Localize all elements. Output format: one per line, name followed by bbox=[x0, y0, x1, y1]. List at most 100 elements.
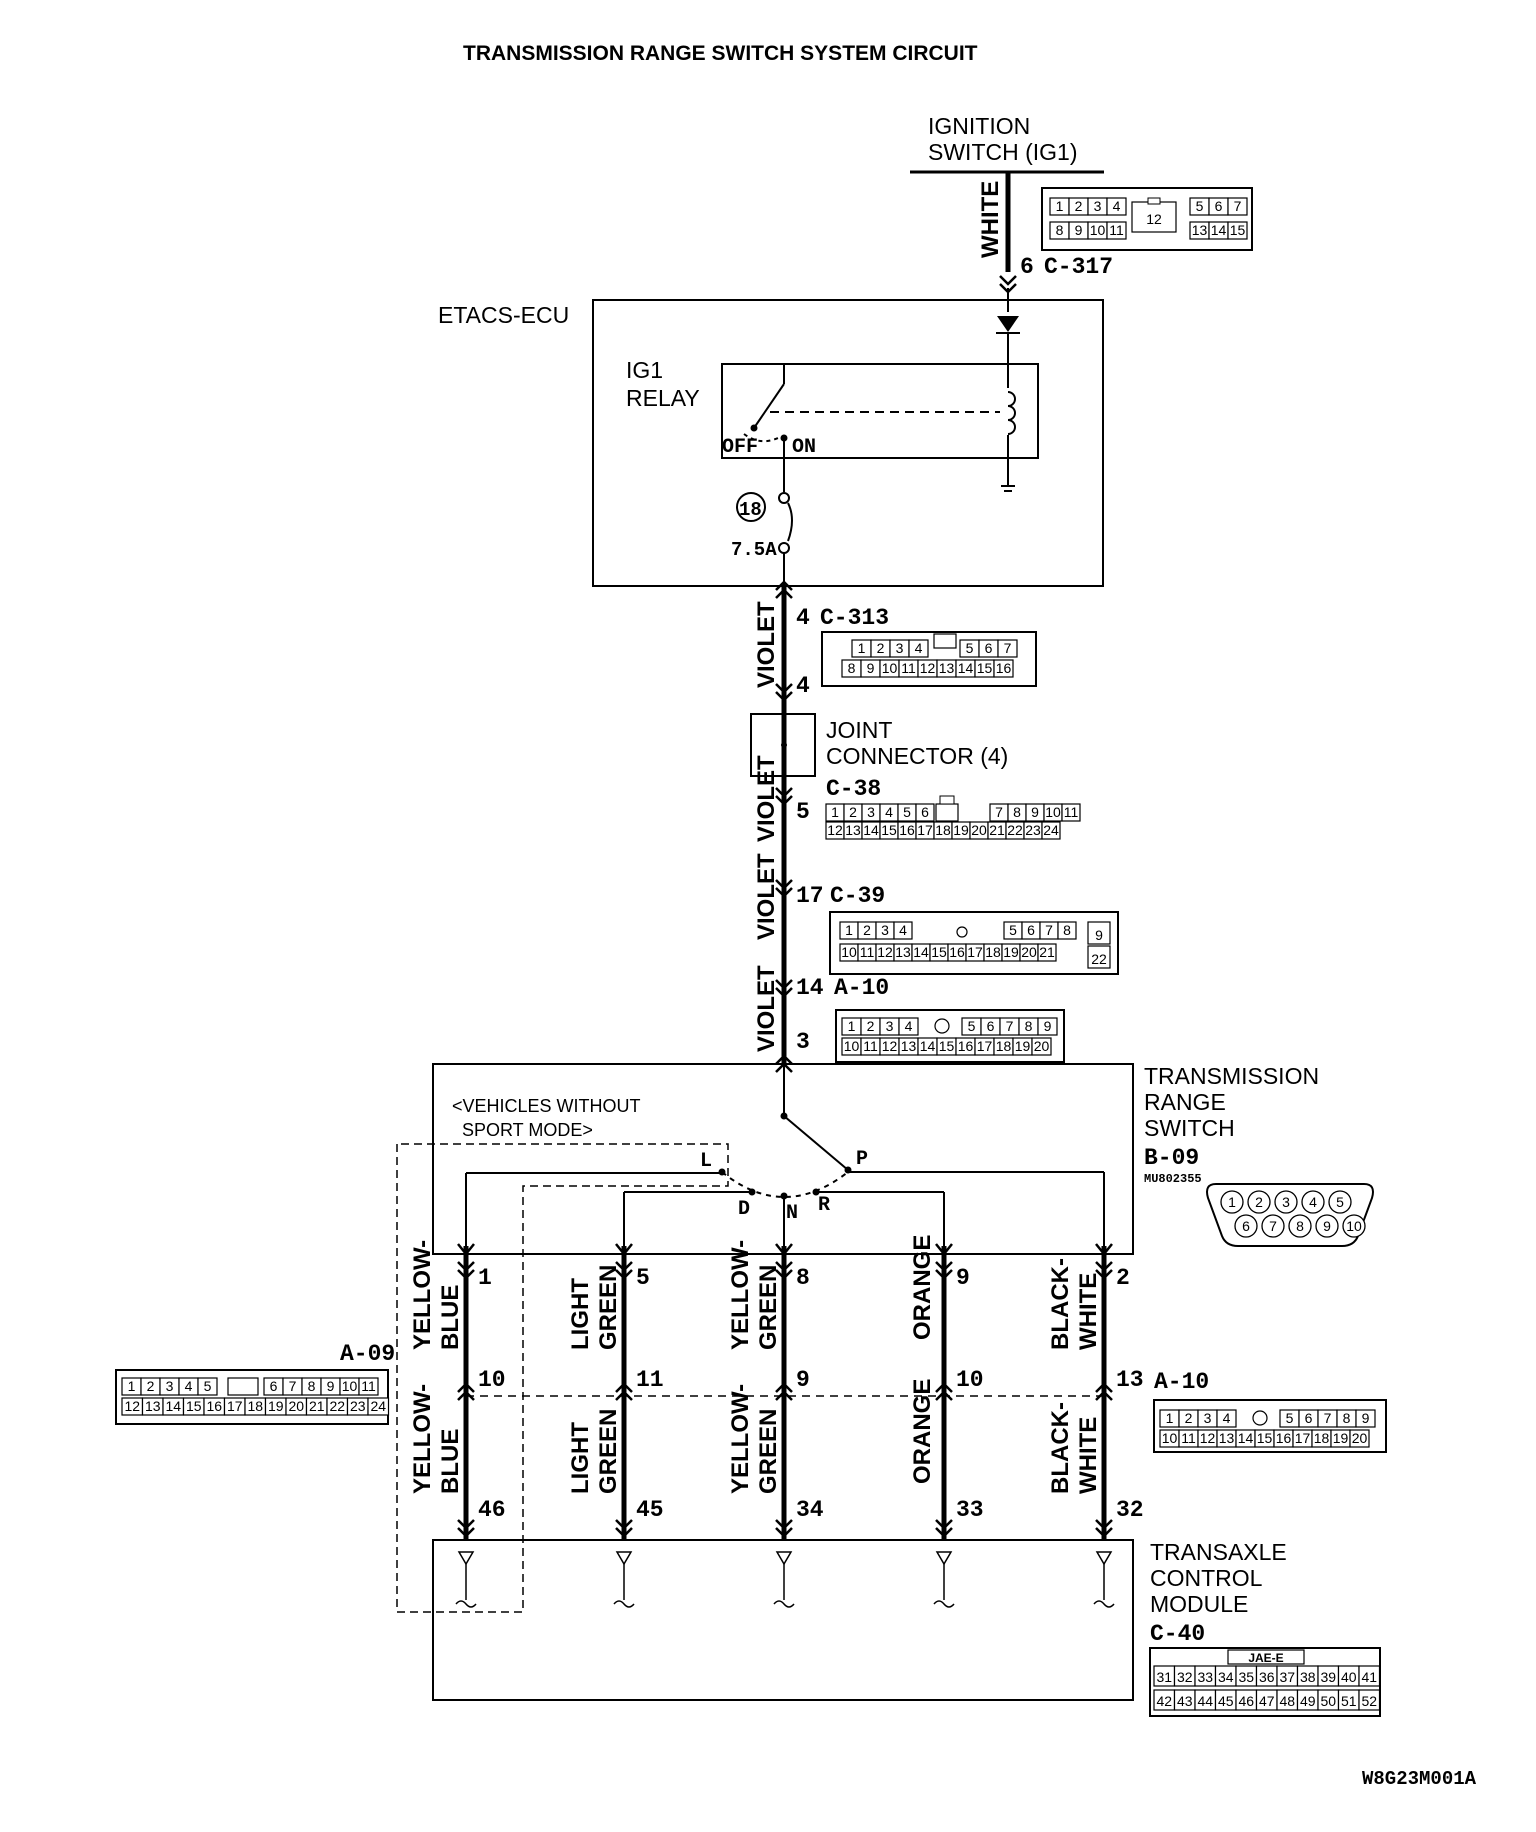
pin-tcm: 32 bbox=[1116, 1497, 1144, 1523]
ig1-relay-box bbox=[721, 363, 1039, 459]
a09-r2-cell bbox=[367, 1397, 390, 1416]
a09-r2-pin-number: 18 bbox=[247, 1398, 263, 1414]
c39-r1b-pin-number: 6 bbox=[1027, 922, 1035, 938]
c38-r1a-pin-number: 6 bbox=[921, 804, 929, 820]
diagram-title: TRANSMISSION RANGE SWITCH SYSTEM CIRCUIT bbox=[463, 42, 978, 65]
tcm-input-tail bbox=[613, 1600, 635, 1608]
a10-r1b-pin-number: 8 bbox=[1025, 1018, 1033, 1034]
connector-chevron bbox=[935, 1390, 953, 1401]
c38-r2-pin-number: 16 bbox=[899, 822, 915, 838]
connector-chevron bbox=[935, 1261, 953, 1272]
a09-r2-pin-number: 20 bbox=[288, 1398, 304, 1414]
a09-r2-pin-number: 17 bbox=[227, 1398, 243, 1414]
a09-r1b-pin-number: 6 bbox=[270, 1378, 278, 1394]
joint-label-1: JOINT bbox=[826, 717, 892, 743]
c317-r2b-pin-number: 14 bbox=[1211, 222, 1227, 238]
c38-r2-cell bbox=[1041, 821, 1061, 840]
c40-r1-pin-number: 40 bbox=[1341, 1669, 1357, 1685]
a10-r1a-pin-number: 4 bbox=[905, 1018, 913, 1034]
a10-r1a-cell bbox=[898, 1017, 919, 1036]
c38-r1a-pin-number: 5 bbox=[903, 804, 911, 820]
wire-color-label: ORANGE bbox=[909, 1235, 936, 1340]
a10b-r2-pin-number: 11 bbox=[1181, 1430, 1196, 1446]
pin-a10: 11 bbox=[636, 1367, 664, 1393]
a10b-key bbox=[1252, 1410, 1268, 1426]
connector-chevron bbox=[457, 1519, 475, 1530]
pin-tcm: 33 bbox=[956, 1497, 984, 1523]
c40-r2-pin-number: 50 bbox=[1320, 1693, 1336, 1709]
wire-color-label: GREEN bbox=[595, 1265, 622, 1350]
a09-r1a-pin-number: 5 bbox=[204, 1378, 212, 1394]
joint-connector-box bbox=[750, 713, 816, 777]
c39-r1c-cell bbox=[1087, 921, 1111, 945]
pin-tcm: 46 bbox=[478, 1497, 506, 1523]
c40-r2-pin-number: 45 bbox=[1218, 1693, 1234, 1709]
c39-r2-pin-number: 19 bbox=[1003, 944, 1019, 960]
c38-r2-pin-number: 23 bbox=[1025, 822, 1041, 838]
c317-r1b-cell bbox=[1227, 197, 1248, 216]
b09-pin-circle bbox=[1247, 1190, 1271, 1214]
etacs-ecu-box bbox=[592, 299, 1104, 587]
a10-r2-pin-number: 12 bbox=[882, 1038, 898, 1054]
a10-r2-pin-number: 17 bbox=[977, 1038, 993, 1054]
wire-color-label: BLACK- bbox=[1047, 1258, 1074, 1350]
wire-color-label: WHITE bbox=[1075, 1417, 1102, 1494]
branch-arrow bbox=[775, 1243, 793, 1257]
c313-r2-pin-number: 15 bbox=[977, 660, 993, 676]
c40-r2-cell bbox=[1358, 1689, 1381, 1711]
c40-r1-pin-number: 31 bbox=[1156, 1669, 1172, 1685]
range-switch-contacts bbox=[465, 1064, 1105, 1254]
a10-r1b-pin-number: 6 bbox=[987, 1018, 995, 1034]
a09-r2-pin-number: 14 bbox=[165, 1398, 181, 1414]
connector-chevron bbox=[615, 1382, 633, 1393]
c313-pin-bottom: 4 bbox=[796, 673, 810, 699]
c317-r2a-pin-number: 8 bbox=[1056, 222, 1064, 238]
wire-color-label: YELLOW- bbox=[727, 1384, 754, 1494]
c40-r1-pin-number: 39 bbox=[1320, 1669, 1336, 1685]
position-L: L bbox=[700, 1150, 712, 1173]
a09-r1a-cell bbox=[197, 1377, 218, 1396]
wire-color-label: GREEN bbox=[755, 1409, 782, 1494]
tcm-label-1: TRANSAXLE bbox=[1150, 1539, 1287, 1565]
a10b-r2-pin-number: 14 bbox=[1238, 1430, 1254, 1446]
connector-chevron bbox=[457, 1382, 475, 1393]
fuse-number-badge bbox=[736, 492, 766, 522]
connector-chevron bbox=[1095, 1261, 1113, 1272]
c317-r1a-pin-number: 4 bbox=[1113, 198, 1121, 214]
tcm-input-icon bbox=[935, 1551, 953, 1566]
c313-r1b-pin-number: 7 bbox=[1004, 640, 1012, 656]
b09-pin-circle bbox=[1301, 1190, 1325, 1214]
c313-r2-pin-number: 13 bbox=[939, 660, 955, 676]
ignition-label-1: IGNITION bbox=[928, 113, 1030, 139]
a09-r1a-pin-number: 3 bbox=[166, 1378, 174, 1394]
branch-arrow bbox=[1095, 1243, 1113, 1257]
b09-shell bbox=[1206, 1183, 1374, 1247]
connector-chevron bbox=[775, 1261, 793, 1272]
a09-r1b-pin-number: 9 bbox=[327, 1378, 335, 1394]
c317-mid-cell bbox=[1131, 201, 1177, 233]
c39-r1b-pin-number: 7 bbox=[1045, 922, 1053, 938]
c38-pin: 5 bbox=[796, 799, 810, 825]
a10-r2-pin-number: 16 bbox=[958, 1038, 974, 1054]
connector-chevron bbox=[935, 1519, 953, 1530]
a10b-r2-pin-number: 20 bbox=[1352, 1430, 1368, 1446]
c39-r2-pin-number: 13 bbox=[895, 944, 911, 960]
c40-r2-pin-number: 43 bbox=[1177, 1693, 1193, 1709]
a10b-r1a-cell bbox=[1216, 1409, 1237, 1428]
pin-tcm: 34 bbox=[796, 1497, 824, 1523]
a10-frame bbox=[835, 1009, 1065, 1063]
a10-r2-pin-number: 11 bbox=[863, 1038, 878, 1054]
b09-pin-number: 5 bbox=[1336, 1194, 1344, 1210]
a10b-r1b-pin-number: 8 bbox=[1343, 1410, 1351, 1426]
c38-r2-pin-number: 12 bbox=[827, 822, 843, 838]
a10-r2-pin-number: 19 bbox=[1015, 1038, 1031, 1054]
a10-r2-pin-number: 13 bbox=[901, 1038, 917, 1054]
a10b-r1a-pin-number: 1 bbox=[1166, 1410, 1174, 1426]
tcm-input-icon bbox=[775, 1551, 793, 1566]
c38-r2-pin-number: 18 bbox=[935, 822, 951, 838]
connector-chevron bbox=[457, 1269, 475, 1280]
a09-r2-pin-number: 15 bbox=[186, 1398, 202, 1414]
c313-r1a-pin-number: 1 bbox=[858, 640, 866, 656]
